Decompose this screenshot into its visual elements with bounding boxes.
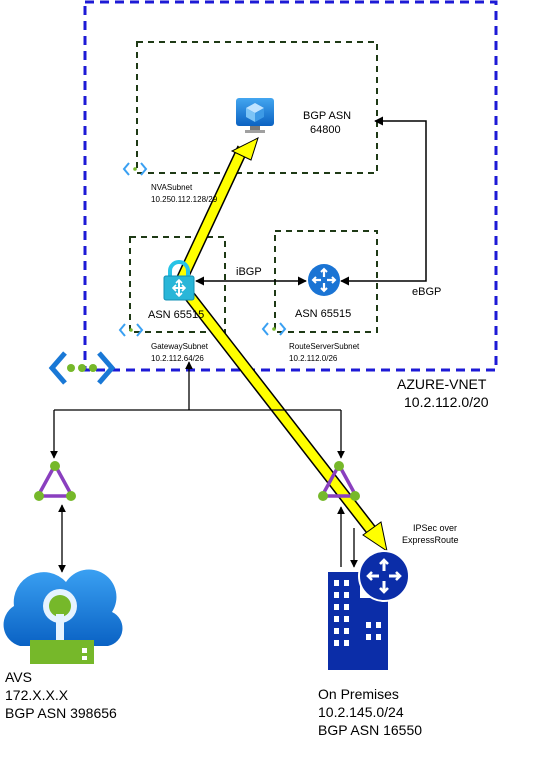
nva-bgp-asn: 64800: [310, 124, 341, 136]
vpn-gateway-lock-icon: [163, 260, 195, 301]
nva-subnet-name: NVASubnet: [151, 183, 193, 192]
nva-subnet-cidr: 10.250.112.128/29: [151, 195, 218, 204]
routeserver-asn: ASN 65515: [295, 308, 351, 320]
nva-subnet-box: [136, 41, 378, 174]
ipsec-label-line2: ExpressRoute: [402, 535, 459, 545]
gateway-subnet-box: [129, 236, 226, 333]
ebgp-link: [340, 116, 427, 286]
ebgp-label: eBGP: [412, 286, 441, 298]
route-server-router-icon: [308, 264, 340, 296]
ibgp-label: iBGP: [236, 266, 262, 278]
avs-name: AVS: [5, 669, 32, 685]
avs-cidr: 172.X.X.X: [5, 687, 69, 703]
avs-cloud-icon: [3, 569, 123, 664]
gateway-to-circuits-links: [50, 361, 345, 459]
vnet-boundary: [83, 0, 498, 372]
expressroute-circuit-icon: [34, 461, 76, 501]
vnet-name: AZURE-VNET: [397, 376, 487, 392]
gateway-asn: ASN 65515: [148, 309, 204, 321]
avs-bgp: BGP ASN 398656: [5, 705, 117, 721]
subnet-icon: [261, 322, 287, 336]
gateway-subnet-cidr: 10.2.112.64/26: [151, 354, 204, 363]
onprem-name: On Premises: [318, 686, 399, 702]
routeserver-subnet-cidr: 10.2.112.0/26: [289, 354, 338, 363]
routeserver-subnet-name: RouteServerSubnet: [289, 342, 360, 351]
expressroute-circuit-icon: [318, 461, 360, 501]
onprem-cidr: 10.2.145.0/24: [318, 704, 404, 720]
onprem-bgp: BGP ASN 16550: [318, 722, 422, 738]
building-router-icon: [328, 550, 410, 670]
vnet-cidr: 10.2.112.0/20: [404, 394, 489, 410]
subnet-icon: [122, 162, 148, 176]
virtual-machine-icon: [236, 98, 274, 133]
vnet-icon: [48, 351, 116, 385]
subnet-icon: [118, 323, 144, 337]
gateway-subnet-name: GatewaySubnet: [151, 342, 209, 351]
ipsec-label-line1: IPSec over: [413, 523, 457, 533]
nva-bgp-label: BGP ASN: [303, 110, 351, 122]
